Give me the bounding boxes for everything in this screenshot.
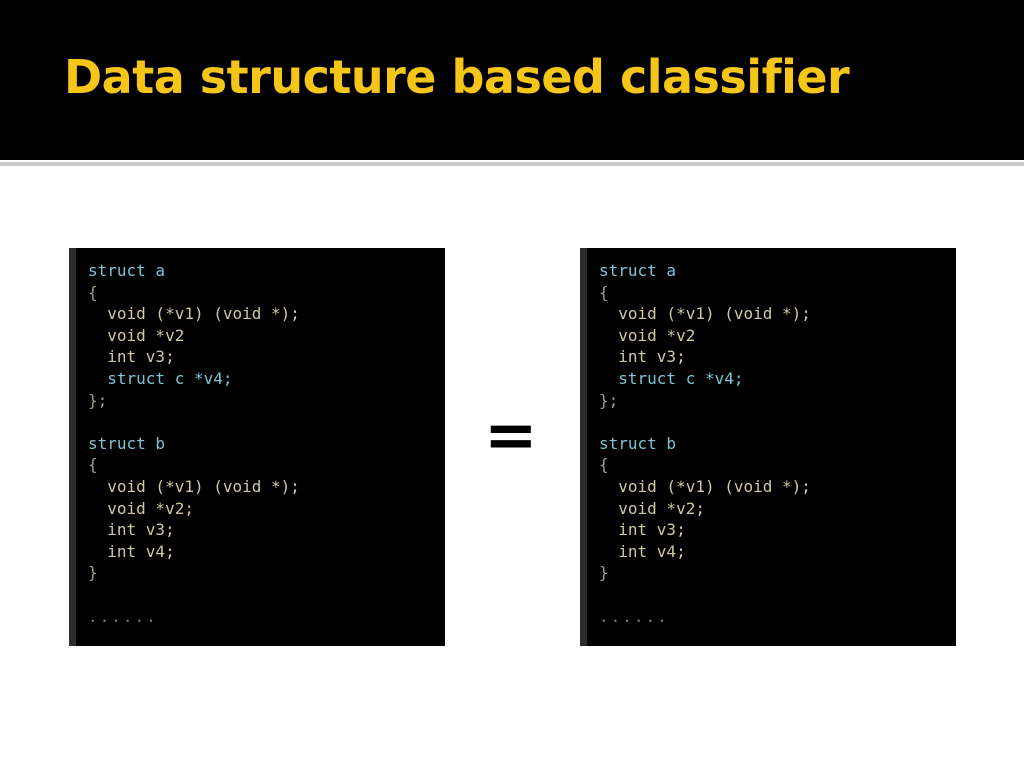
code-line: void *v2 [599, 325, 696, 345]
code-block-left: struct a{ void (*v1) (void *); void *v2 … [88, 260, 300, 627]
code-line: } [88, 563, 98, 583]
code-line: { [599, 455, 609, 475]
code-panel-edge [69, 248, 76, 646]
code-line: int v3; [88, 347, 175, 367]
code-line [599, 584, 811, 606]
code-line: int v3; [88, 520, 175, 540]
code-line: void (*v1) (void *); [599, 476, 811, 496]
code-line: int v3; [599, 520, 686, 540]
code-line: struct a [88, 261, 166, 280]
code-line: { [599, 282, 609, 302]
code-line: void *v2 [88, 325, 185, 345]
code-line: void (*v1) (void *); [599, 304, 811, 324]
code-line: int v4; [88, 541, 175, 561]
code-line: struct c *v4; [88, 368, 233, 388]
code-line: int v4; [599, 541, 686, 561]
code-panel-left: struct a{ void (*v1) (void *); void *v2 … [69, 248, 445, 646]
code-line: struct b [88, 433, 166, 453]
code-block-right: struct a{ void (*v1) (void *); void *v2 … [599, 260, 811, 627]
code-line: int v3; [599, 347, 686, 367]
code-line: } [599, 563, 609, 583]
equals-sign: = [484, 399, 538, 473]
code-line: void (*v1) (void *); [88, 476, 300, 496]
code-line: }; [88, 390, 108, 410]
code-line: ...... [88, 606, 158, 626]
code-panel-edge [580, 248, 587, 646]
code-line: struct b [599, 433, 677, 453]
code-line: void *v2; [599, 498, 705, 518]
code-line: ...... [599, 606, 669, 626]
code-line: { [88, 282, 98, 302]
code-panel-right: struct a{ void (*v1) (void *); void *v2 … [580, 248, 956, 646]
code-line: { [88, 455, 98, 475]
code-line: }; [599, 390, 619, 410]
code-line: struct c *v4; [599, 368, 744, 388]
code-line: struct a [599, 261, 677, 280]
code-line [599, 411, 811, 433]
title-divider [0, 162, 1024, 166]
slide-title: Data structure based classifier [64, 50, 850, 104]
code-line [88, 411, 300, 433]
code-line: void *v2; [88, 498, 194, 518]
title-bar: Data structure based classifier [0, 0, 1024, 160]
code-line: void (*v1) (void *); [88, 304, 300, 324]
code-line [88, 584, 300, 606]
